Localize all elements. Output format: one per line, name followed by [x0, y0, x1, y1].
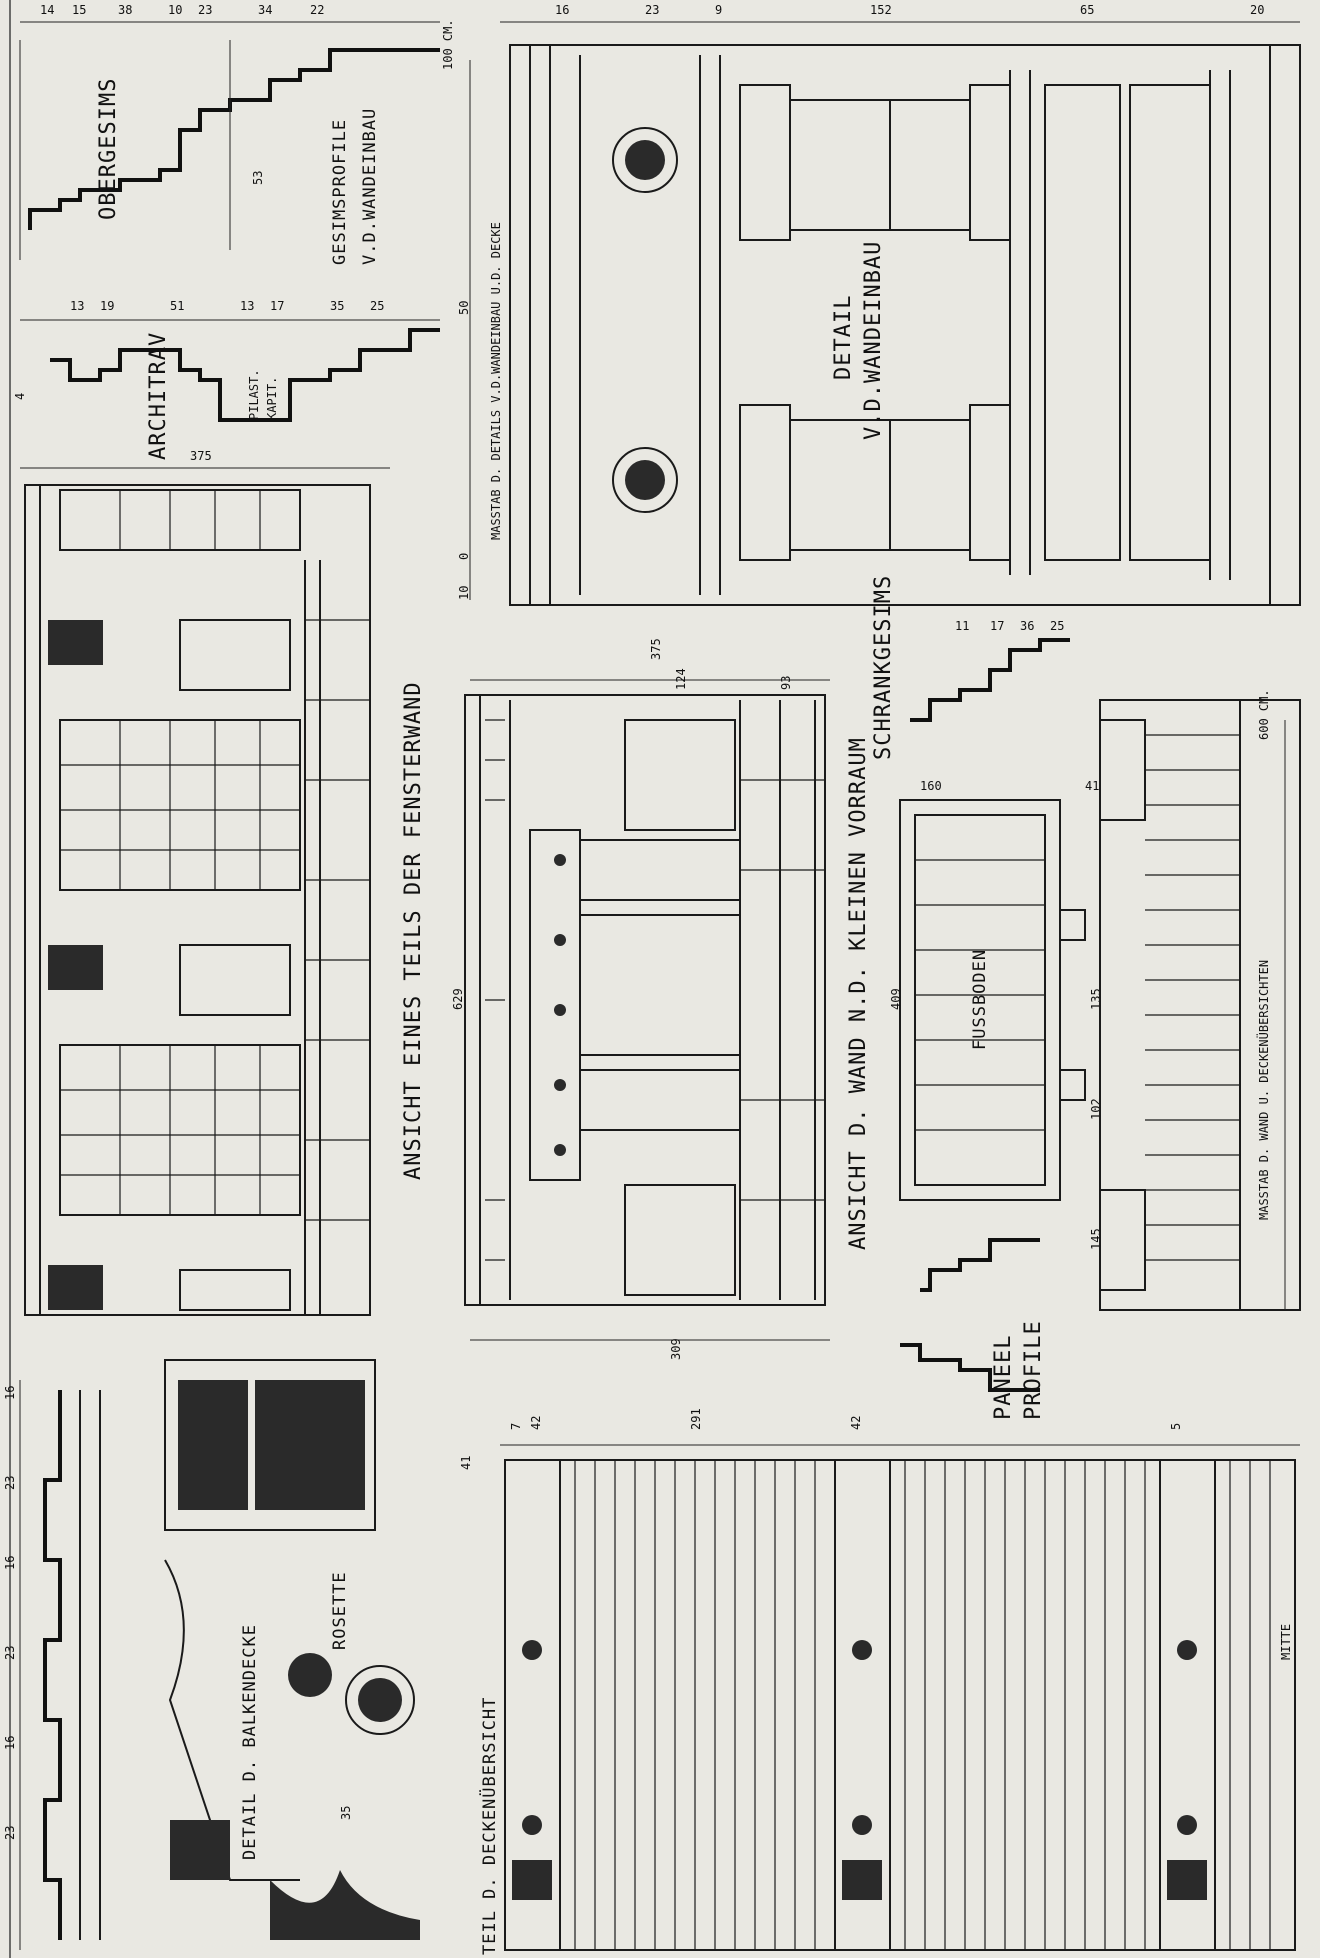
dim-b16: 16 [3, 1386, 17, 1400]
dim-k42: 42 [529, 1416, 543, 1430]
dim-b16b: 16 [3, 1556, 17, 1570]
label-paneel: PANEEL [991, 1335, 1016, 1420]
scale-50: 50 [457, 301, 471, 315]
dim-a35: 35 [330, 299, 344, 313]
dim-a51: 51 [170, 299, 184, 313]
dim-k7: 7 [509, 1423, 523, 1430]
deckenuebersicht: 7 42 291 42 5 TEIL D. DECKENÜBERSICHT M [478, 1408, 1300, 1955]
label-deckenuebersicht: TEIL D. DECKENÜBERSICHT [478, 1697, 500, 1955]
obergesims-profile: 14 15 38 10 23 34 22 OBERGESIMS GESIMSPR… [19, 3, 455, 265]
dim-38: 38 [118, 3, 132, 17]
dim-b16c: 16 [3, 1736, 17, 1750]
dim-23: 23 [198, 3, 212, 17]
scale-600cm: 600 CM. [1257, 689, 1271, 740]
dim-a1: 4 [13, 393, 27, 400]
label-schrankgesims: SCHRANKGESIMS [871, 575, 896, 760]
dim-v41: 41 [1085, 779, 1099, 793]
dim-v93: 93 [779, 676, 793, 690]
dim-f375: 375 [190, 449, 212, 463]
dim-k42b: 42 [849, 1416, 863, 1430]
paneel-profile: PANEEL PROFILE [900, 1238, 1046, 1420]
label-detail: DETAIL [831, 295, 856, 380]
label-detail-2: V.D.WANDEINBAU [861, 241, 886, 440]
label-profile: PROFILE [1021, 1320, 1046, 1420]
dim-s11: 11 [955, 619, 969, 633]
dim-v160: 160 [920, 779, 942, 793]
dim-d23: 23 [645, 3, 659, 17]
label-vorraum: ANSICHT D. WAND N.D. KLEINEN VORRAUM [846, 737, 871, 1250]
dim-d20: 20 [1250, 3, 1264, 17]
dim-s36: 36 [1020, 619, 1034, 633]
label-rosette: ROSETTE [330, 1571, 350, 1650]
dim-a19: 19 [100, 299, 114, 313]
dim-d65: 65 [1080, 3, 1094, 17]
schrankgesims-profile: SCHRANKGESIMS 11 17 36 25 [871, 575, 1070, 760]
architrav-profile: ARCHITRAV PILAST. KAPIT. 4 13 19 51 13 1… [13, 299, 440, 460]
label-fensterwand: ANSICHT EINES TEILS DER FENSTERWAND [401, 681, 426, 1180]
fensterwand-elevation: 375 ANSICHT EINES TEILS DER FENSTER [20, 449, 426, 1316]
dim-v375: 375 [649, 638, 663, 660]
dim-53: 53 [251, 171, 265, 185]
detail-wandeinbau: 16 23 9 152 65 20 DET [457, 3, 1301, 606]
dim-34: 34 [258, 3, 272, 17]
scale-0: 0 [457, 553, 471, 560]
label-architrav: ARCHITRAV [146, 332, 171, 460]
dim-a17: 17 [270, 299, 284, 313]
label-pilast: PILAST. [247, 369, 261, 420]
label-mitte: MITTE [1279, 1624, 1293, 1660]
label-balkendecke: DETAIL D. BALKENDECKE [240, 1624, 260, 1860]
label-masstab-wand: MASSTAB D. WAND U. DECKENÜBERSICHTEN [1255, 960, 1271, 1220]
label-v-wandeinbau: V.D.WANDEINBAU [360, 108, 380, 265]
dim-k291: 291 [689, 1408, 703, 1430]
dim-a13: 13 [70, 299, 84, 313]
vorraum-elevation: 375 124 93 629 309 ANSICHT D. WAND N. [451, 638, 871, 1360]
dim-a13b: 13 [240, 299, 254, 313]
label-masstab-details: MASSTAB D. DETAILS V.D.WANDEINBAU U.D. D… [489, 222, 503, 540]
label-fussboden: FUSSBODEN [970, 949, 990, 1050]
balkendecke-detail: DETAIL D. BALKENDECKE ROSETTE 16 23 16 2… [3, 1359, 473, 1950]
dim-v409: 409 [889, 988, 903, 1010]
dim-22: 22 [310, 3, 324, 17]
dim-v309: 309 [669, 1338, 683, 1360]
dim-b23: 23 [3, 1476, 17, 1490]
label-gesimsprofile: GESIMSPROFILE [330, 119, 350, 265]
dim-s17: 17 [990, 619, 1004, 633]
dim-a25: 25 [370, 299, 384, 313]
scale-100cm-top: 100 CM. [441, 19, 455, 70]
dim-10: 10 [168, 3, 182, 17]
dim-14: 14 [40, 3, 54, 17]
dim-15: 15 [72, 3, 86, 17]
dim-b35: 35 [339, 1806, 353, 1820]
dim-v124: 124 [674, 668, 688, 690]
dim-b41: 41 [459, 1456, 473, 1470]
scale-10: 10 [457, 586, 471, 600]
label-obergesims: OBERGESIMS [96, 78, 121, 220]
dim-s25: 25 [1050, 619, 1064, 633]
dim-v629: 629 [451, 988, 465, 1010]
dim-d16: 16 [555, 3, 569, 17]
dim-d9: 9 [715, 3, 722, 17]
dim-b23b: 23 [3, 1646, 17, 1660]
fussboden-plan: FUSSBODEN 160 41 409 135 102 145 MASSTAB… [889, 689, 1301, 1311]
label-kapit: KAPIT. [265, 377, 279, 420]
dim-b23c: 23 [3, 1826, 17, 1840]
dim-k42c: 5 [1169, 1423, 1183, 1430]
dim-d152: 152 [870, 3, 892, 17]
